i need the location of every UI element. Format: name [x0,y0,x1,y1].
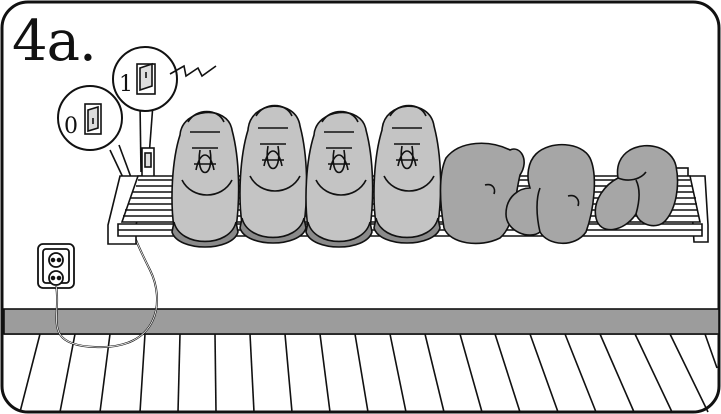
baseboard [3,308,720,335]
wall-socket-icon [37,243,75,289]
shoe [239,104,308,244]
switch-off-label: 0 [64,114,78,139]
shoe [171,110,240,248]
switch-on-icon [136,62,156,95]
shoe [305,110,374,248]
step-number-label: 4a. [12,9,97,74]
switch-on-label: 1 [119,72,133,97]
glove [594,144,679,231]
switch-off-icon [84,103,102,135]
electric-spark-icon [169,64,217,78]
shoe [373,104,442,244]
glove [505,143,596,245]
